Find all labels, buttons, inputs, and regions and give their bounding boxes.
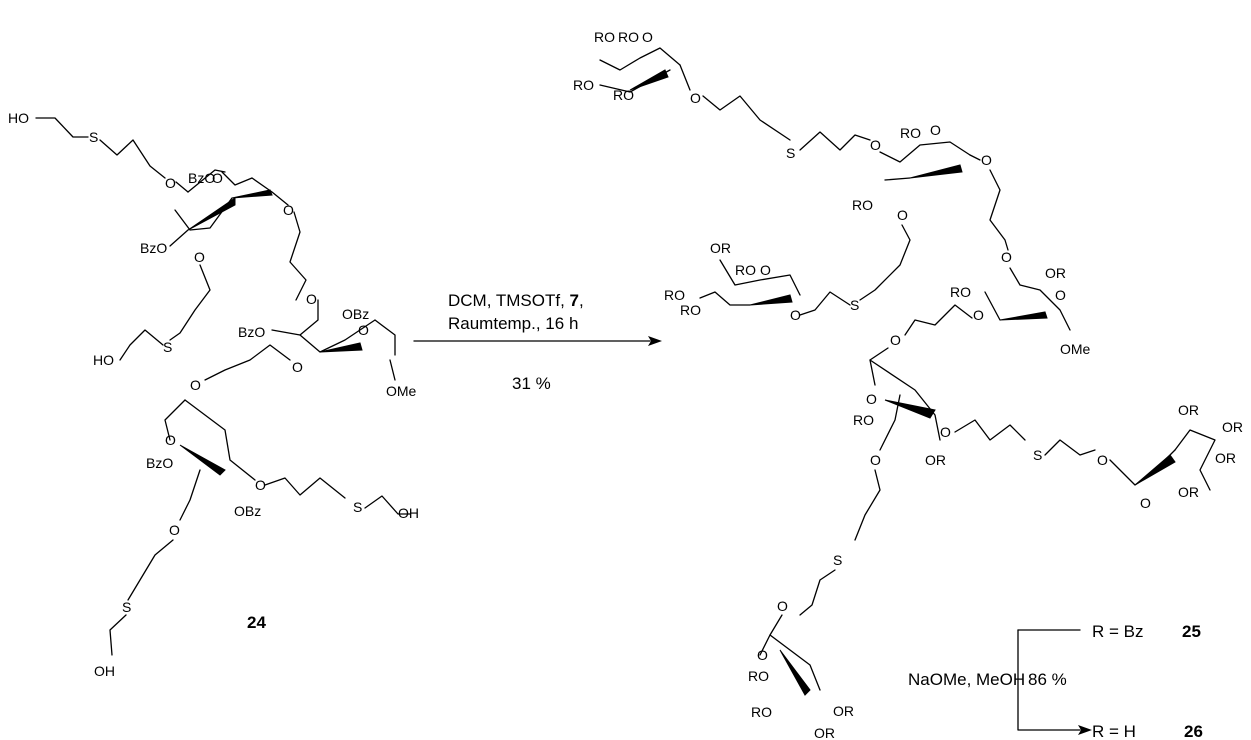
atom-label: OBz (234, 503, 261, 519)
atom-label: O (981, 152, 992, 168)
atom-label: OH (94, 663, 115, 679)
atom-label: S (850, 297, 859, 313)
compound-label-26: 26 (1184, 722, 1203, 740)
atom-label: OMe (1060, 341, 1091, 357)
ring-oxygen: O (212, 170, 223, 186)
atom-label: S (89, 129, 98, 145)
reaction-arrow (413, 336, 662, 346)
ring-oxygen: O (1055, 287, 1066, 303)
atom-label: O (190, 377, 201, 393)
ring-oxygen: O (642, 29, 653, 45)
atom-label: OR (833, 703, 854, 719)
atom-label: OR (1178, 484, 1199, 500)
r-equals-bz-label: R = Bz (1092, 622, 1144, 641)
ring-oxygen: O (760, 262, 771, 278)
atom-label: S (353, 499, 362, 515)
atom-label: HO (93, 352, 114, 368)
atom-label: OR (925, 452, 946, 468)
reaction-reagents: DCM, TMSOTf, 7, (448, 291, 584, 310)
atom-label: S (122, 599, 131, 615)
atom-label: O (973, 307, 984, 323)
atom-label: O (890, 332, 901, 348)
atom-label: RO (900, 125, 921, 141)
reaction-conditions: Raumtemp., 16 h (448, 314, 578, 333)
atom-label: O (1097, 452, 1108, 468)
atom-label: OH (398, 505, 419, 521)
atom-label: RO (852, 197, 873, 213)
atom-label: RO (853, 412, 874, 428)
ring-oxygen: O (866, 391, 877, 407)
ring-oxygen: O (930, 122, 941, 138)
atom-label: O (870, 137, 881, 153)
atom-label: RO (748, 668, 769, 684)
atom-label: OR (814, 725, 835, 740)
atom-label: O (165, 175, 176, 191)
atom-label: O (255, 477, 266, 493)
atom-label: RO (613, 87, 634, 103)
atom-label: RO (680, 302, 701, 318)
atom-label: BzO (188, 170, 215, 186)
r-equals-h-label: R = H (1092, 722, 1136, 740)
atom-label: RO (573, 77, 594, 93)
atom-label: RO (751, 704, 772, 720)
ring-oxygen: O (757, 647, 768, 663)
atom-label: S (833, 552, 842, 568)
atom-label: O (777, 598, 788, 614)
atom-label: S (163, 339, 172, 355)
atom-label: O (283, 202, 294, 218)
atom-label: RO (618, 29, 639, 45)
deprotection-bracket (1017, 629, 1092, 735)
atom-label: OR (1178, 402, 1199, 418)
atom-label: S (786, 145, 795, 161)
compound-24-structure: HO S O BzO O O BzO O O S HO BzO OBz O (8, 110, 419, 679)
atom-label: OR (1215, 450, 1236, 466)
atom-label: BzO (238, 324, 265, 340)
ring-oxygen: O (1140, 495, 1151, 511)
atom-label: HO (8, 110, 29, 126)
atom-label: O (1001, 249, 1012, 265)
atom-label: OR (1222, 419, 1243, 435)
atom-label: RO (735, 262, 756, 278)
deprotection-yield: 86 % (1028, 670, 1067, 689)
atom-label: O (897, 207, 908, 223)
atom-label: O (790, 307, 801, 323)
compound-label-25: 25 (1182, 622, 1201, 641)
atom-label: OBz (342, 306, 369, 322)
atom-label: OR (1045, 265, 1066, 281)
deprotection-reagents: NaOMe, MeOH (908, 670, 1025, 689)
atom-label: O (194, 249, 205, 265)
atom-label: OMe (386, 383, 417, 399)
product-structure: RO RO O RO RO O S O RO O RO O O O S OR R… (573, 29, 1243, 740)
atom-label: S (1033, 447, 1042, 463)
atom-label: BzO (146, 455, 173, 471)
ring-oxygen: O (165, 432, 176, 448)
atom-label: O (169, 522, 180, 538)
compound-label-24: 24 (247, 613, 266, 632)
atom-label: O (306, 291, 317, 307)
atom-label: OR (710, 240, 731, 256)
atom-label: O (292, 359, 303, 375)
ring-oxygen: O (358, 322, 369, 338)
atom-label: O (690, 90, 701, 106)
atom-label: BzO (140, 240, 167, 256)
atom-label: O (940, 424, 951, 440)
atom-label: RO (664, 287, 685, 303)
reaction-yield: 31 % (512, 374, 551, 393)
atom-label: RO (950, 284, 971, 300)
atom-label: O (870, 452, 881, 468)
atom-label: RO (594, 29, 615, 45)
